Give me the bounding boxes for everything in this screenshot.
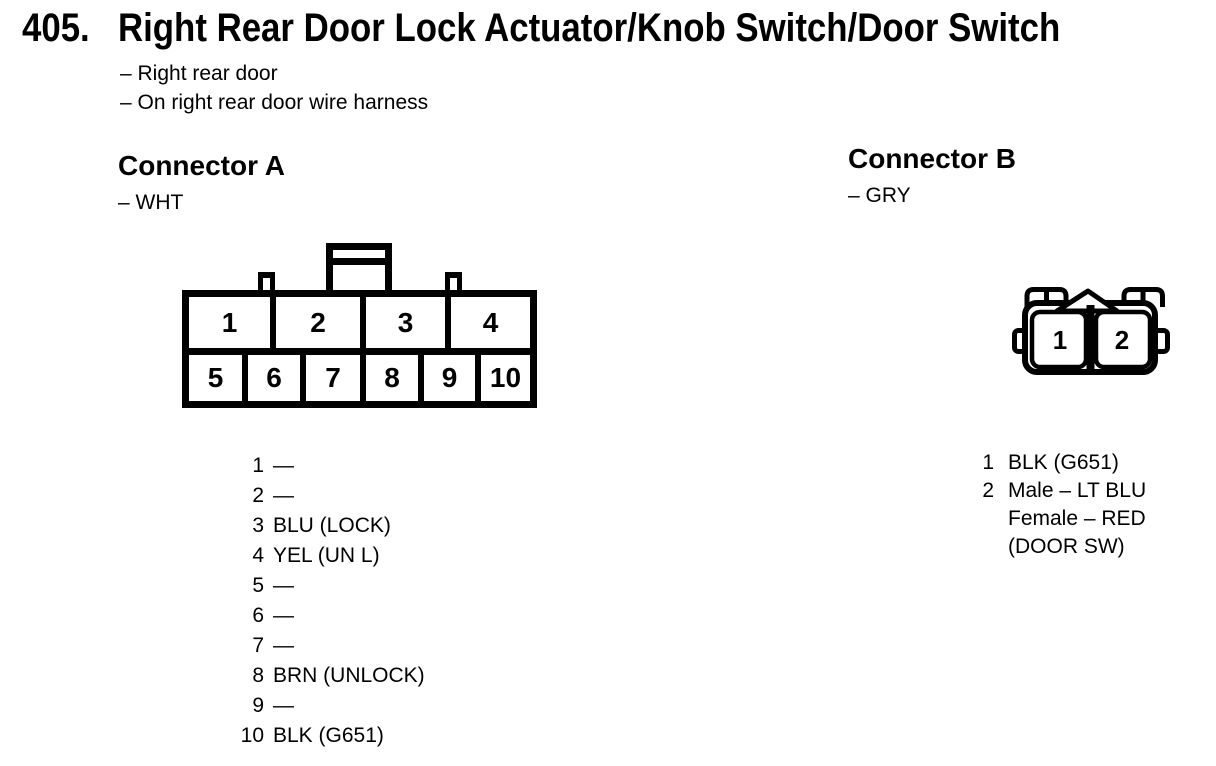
location-notes: – Right rear door – On right rear door w… — [120, 60, 428, 117]
pin-number: 6 — [252, 604, 264, 627]
connector-a-color-note: – WHT — [118, 191, 184, 214]
pin-wire-label: Male – LT BLU — [1008, 479, 1147, 502]
pin-wire-label: BRN (UNLOCK) — [273, 664, 425, 687]
connector-b-pin-legend: 1 BLK (G651) 2 Male – LT BLU Female – RE… — [950, 449, 1146, 561]
pin-cavity-3: 3 — [366, 297, 451, 355]
pin-wire-label: — — [273, 694, 294, 717]
pin-number: 4 — [252, 544, 264, 567]
pin-wire-label: — — [273, 484, 294, 507]
pin-row: 1 BLK (G651) — [950, 449, 1146, 477]
pin-cavity-7: 7 — [306, 355, 366, 401]
connector-a-bottom-row: 5 6 7 8 9 10 — [189, 355, 530, 401]
pin-row: 3 BLU (LOCK) — [200, 511, 425, 541]
location-note-line: – On right rear door wire harness — [120, 90, 429, 114]
pin-row: 7 — — [200, 631, 425, 661]
connector-b-color-note: – GRY — [848, 184, 911, 207]
pin-row: 1 — — [200, 451, 425, 481]
pin-wire-label: (DOOR SW) — [1008, 535, 1125, 558]
connector-a-top-row: 1 2 3 4 — [189, 297, 530, 355]
pin-wire-label: BLK (G651) — [1008, 451, 1119, 474]
pin-number: 2 — [982, 479, 994, 502]
pin-wire-label: — — [273, 574, 294, 597]
section-number: 405. — [22, 6, 90, 50]
pin-row: 9 — — [200, 691, 425, 721]
pin-number: 1 — [982, 451, 994, 474]
pin-row: 10 BLK (G651) — [200, 721, 425, 751]
pin-row: 8 BRN (UNLOCK) — [200, 661, 425, 691]
connector-a-pin-legend: 1 — 2 — 3 BLU (LOCK) 4 YEL (UN L) 5 — 6 … — [200, 451, 425, 751]
pin-number: 3 — [252, 514, 264, 537]
pin-wire-label: — — [273, 454, 294, 477]
connector-a-heading: Connector A — [118, 150, 285, 181]
pin-wire-label: YEL (UN L) — [273, 544, 380, 567]
pin-row: 5 — — [200, 571, 425, 601]
pin-number: 10 — [240, 724, 264, 747]
pin-number: 5 — [252, 574, 264, 597]
connector-a-rib — [445, 272, 462, 292]
pin-wire-label: BLK (G651) — [273, 724, 384, 747]
connector-a-rib — [258, 272, 275, 292]
pin-number: 1 — [252, 454, 264, 477]
pin-wire-label: — — [273, 634, 294, 657]
pin-row: 2 — — [200, 481, 425, 511]
page-title: Right Rear Door Lock Actuator/Knob Switc… — [118, 6, 1061, 50]
pin-number: 7 — [252, 634, 264, 657]
pin-row: 6 — — [200, 601, 425, 631]
pin-cavity-2: 2 — [276, 297, 366, 355]
pin-cavity-9: 9 — [424, 355, 481, 401]
connector-a-latch-tab — [326, 243, 392, 297]
pin-number: 8 — [252, 664, 264, 687]
pin-cavity-1: 1 — [1053, 325, 1067, 355]
pin-cavity-1: 1 — [189, 297, 276, 355]
pin-row: 4 YEL (UN L) — [200, 541, 425, 571]
pin-cavity-2: 2 — [1115, 325, 1129, 355]
pin-number: 2 — [252, 484, 264, 507]
pin-cavity-10: 10 — [489, 362, 522, 393]
location-note-line: – Right rear door — [120, 62, 278, 85]
pin-cavity-8: 8 — [366, 355, 424, 401]
pin-number: 9 — [252, 694, 264, 717]
pin-wire-label: Female – RED — [1008, 507, 1146, 530]
connector-b-diagram: 1 2 — [1010, 285, 1172, 380]
pin-wire-label: BLU (LOCK) — [273, 514, 391, 537]
pin-cavity-5: 5 — [189, 355, 248, 401]
connector-b-heading: Connector B — [848, 143, 1016, 174]
connector-a-body: 1 2 3 4 5 6 7 8 9 10 — [182, 290, 537, 408]
pin-row: 2 Male – LT BLU Female – RED (DOOR SW) — [950, 477, 1146, 561]
connector-a-diagram: 1 2 3 4 5 6 7 8 9 10 — [182, 243, 537, 408]
pin-wire-label: — — [273, 604, 294, 627]
pin-cavity-6: 6 — [248, 355, 306, 401]
connector-b-outline: 1 2 — [1012, 287, 1170, 375]
pin-cavity-4: 4 — [451, 297, 530, 355]
